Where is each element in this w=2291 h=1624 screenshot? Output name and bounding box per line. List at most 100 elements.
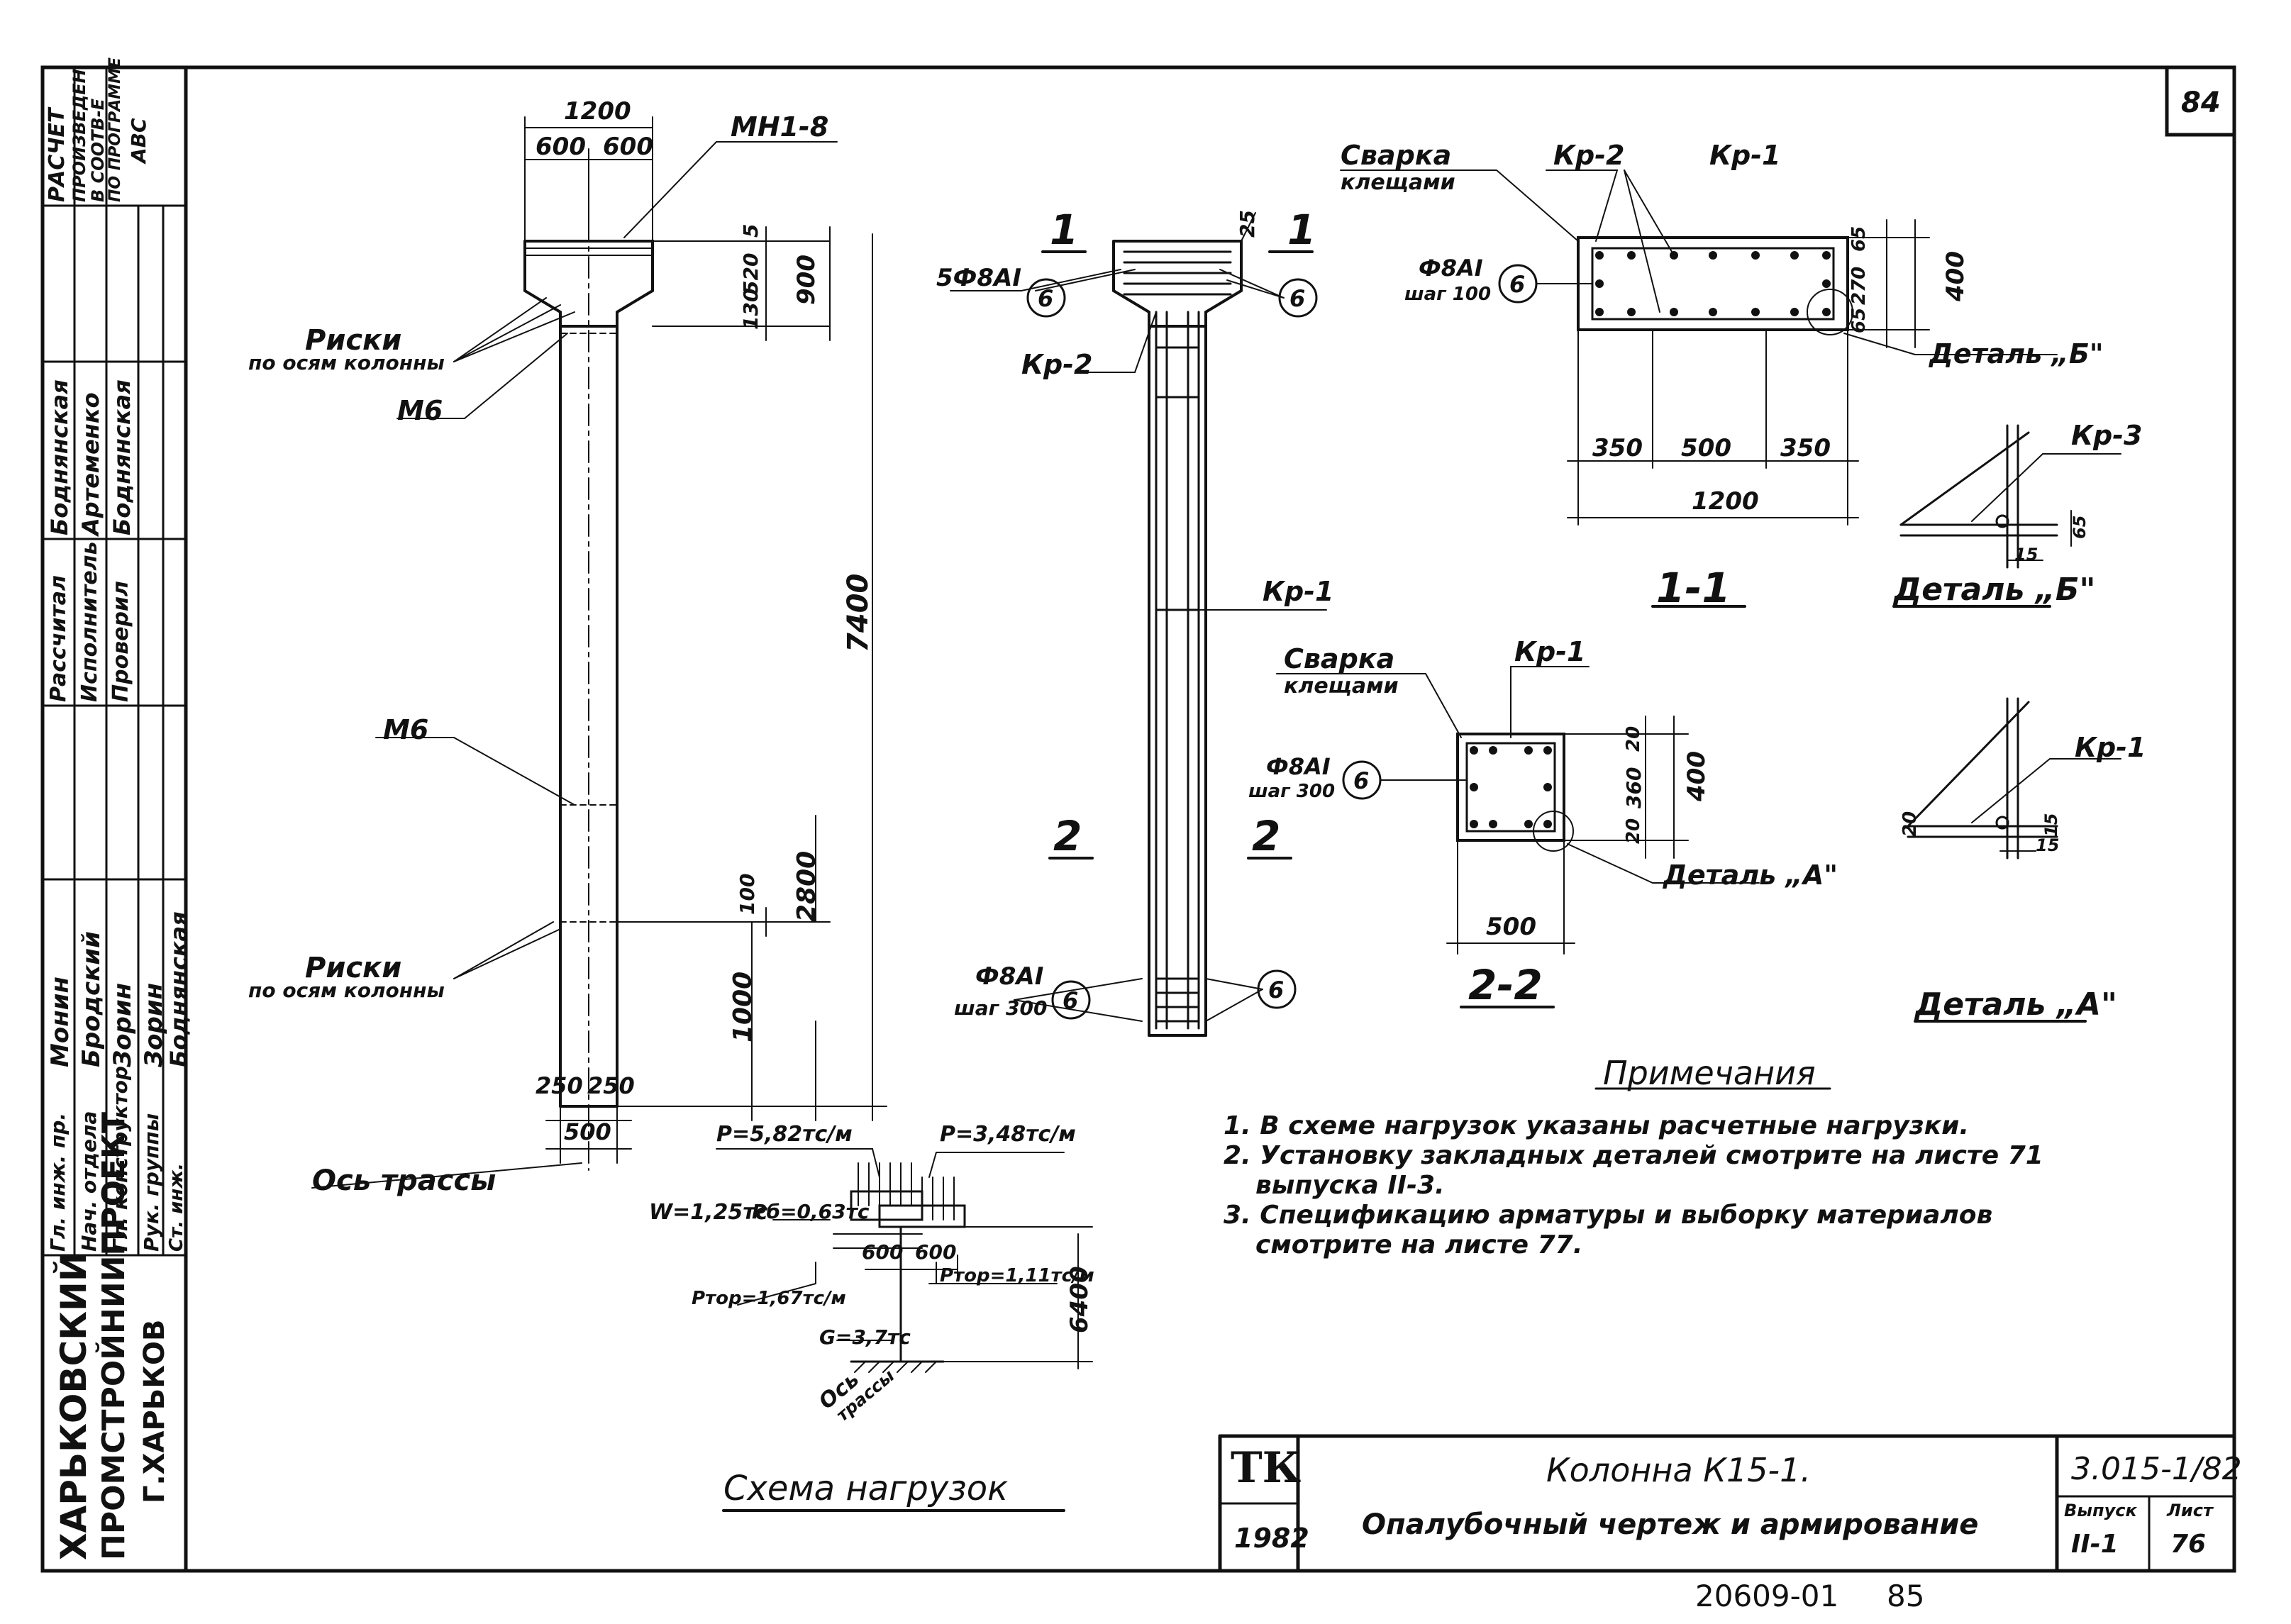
label-riski-bottom: Риски [305,952,402,984]
stamp-role2-3: Проверил [109,581,133,702]
load-ptop2: Pтор=1,11тс/м [940,1265,1094,1286]
bottom-number: 20609-01 [1695,1579,1839,1613]
stamp-role-5: Ст. инж. [166,1162,187,1252]
stamp-name-2: Бродский [77,931,106,1067]
detail-b-d65: 65 [2070,515,2090,539]
dim-130: 130 [739,288,762,330]
load-g: G=3,7тс [819,1325,911,1349]
load-p2: P=3,48тс/м [940,1122,1076,1147]
stamp-role-1: Гл. инж. пр. [46,1113,70,1252]
calc-note-3: В СООТВ-Е [88,98,108,202]
bottom-bars-label: Ф8АI [975,962,1044,991]
s22-d500: 500 [1486,913,1536,941]
dim-7400: 7400 [842,573,875,652]
dim-500: 500 [564,1118,611,1145]
detail-a-d15b: 15 [2036,835,2060,855]
detail-a-d15a: 15 [2041,813,2061,837]
load-w: W=1,25тс [649,1200,768,1225]
dim-top-width: 1200 [564,97,631,126]
tb-name: Колонна К15-1. [1546,1451,1811,1489]
detail-b [1892,424,2121,608]
s11-kr1: Кр-1 [1709,140,1781,171]
load-d600b: 600 [915,1240,957,1264]
kr2-label: Кр-2 [1021,349,1093,380]
s22-bars: Ф8АI [1266,753,1331,780]
load-pb: Pб=0,63тс [752,1200,870,1223]
top-bars-label: 5Ф8АI [936,264,1021,292]
stamp-role2-2: Исполнитель [77,541,102,702]
calc-note-5: АВС [127,118,150,163]
rebar-circles [1026,264,1538,1020]
note-1: 1. В схеме нагрузок указаны расчетные на… [1224,1111,1970,1140]
dim-1000: 1000 [728,971,758,1042]
title-block-grid [1218,1434,2236,1573]
column-dims [311,116,887,1189]
stamp-name2-3: Боднянская [109,379,135,535]
s22-circle: 6 [1353,767,1370,794]
kr1-label: Кр-1 [1263,576,1334,607]
s22-weld: Сварка [1284,643,1395,674]
detail-b-d15: 15 [2014,545,2038,564]
tb-code: 3.015-1/82 [2071,1451,2242,1487]
label-m6-top: М6 [397,395,443,426]
s11-d350a: 350 [1592,434,1643,462]
org-line1: ХАРЬКОВСКИЙ [53,1252,94,1560]
section-mark-2-left: 2 [1053,812,1082,860]
detail-b-kr3: Кр-3 [2071,420,2143,451]
s22-d20b: 20 [1623,818,1644,844]
stamp-role-4: Рук. группы [140,1113,163,1252]
detail-a-kr1: Кр-1 [2075,732,2146,763]
dim-250a: 250 [536,1072,583,1099]
s11-weld-sub: клещами [1341,170,1455,195]
rebar-leaders [950,212,1327,1022]
tb-subtitle: Опалубочный чертеж и армирование [1362,1508,1979,1541]
note-3: 3. Спецификацию арматуры и выборку матер… [1224,1201,1993,1230]
tb-issue: II-1 [2071,1530,2119,1559]
sheet-number: 84 [2181,87,2221,119]
dim-900: 900 [792,255,821,305]
s11-d65b: 65 [1848,307,1870,333]
section-1-1 [1577,236,1853,335]
s11-d1200: 1200 [1692,487,1759,516]
s11-d350b: 350 [1780,434,1831,462]
circle-6-d: 6 [1268,977,1285,1003]
s11-bars: Ф8АI [1419,255,1483,282]
note-3b: смотрите на листе 77. [1255,1230,1583,1259]
stamp-name-3: Зорин [109,982,137,1067]
section-2-2-dims [1276,666,1760,1008]
stamp-name2-2: Артеменко [77,392,104,535]
circle-6-a: 6 [1038,285,1054,312]
dim-25: 25 [1236,210,1259,238]
detail-a-title: Деталь „А" [1915,986,2117,1023]
stamp-name-1: Монин [46,977,74,1067]
section-mark-1-left: 1 [1050,206,1079,254]
load-ptop1: Pтор=1,67тс/м [692,1288,846,1309]
label-riski-top-sub: по осям колонны [248,351,445,374]
stamp-name2-1: Боднянская [46,379,73,535]
load-d600a: 600 [862,1240,904,1264]
calc-note-2: ПРОИЗВЕДЕН [70,69,89,202]
column-formwork [523,219,654,1171]
stamp-role2-1: Рассчитал [46,574,71,702]
org-line3: Г.ХАРЬКОВ [138,1319,171,1503]
stamp-name-4: Зорин [140,982,168,1067]
dim-half-left: 600 [536,133,586,161]
load-title: Схема нагрузок [723,1469,1009,1508]
detail-a [1907,697,2121,1023]
s11-kr2: Кр-2 [1553,140,1625,171]
s22-step: шаг 300 [1248,781,1336,802]
calc-note-4: ПО ПРОГРАММЕ [106,57,124,202]
section-mark-1-right: 1 [1287,206,1316,254]
bottom-step-label: шаг 300 [954,996,1048,1020]
dim-2800: 2800 [792,850,821,922]
s11-weld: Сварка [1341,140,1452,171]
s22-d20a: 20 [1623,725,1644,752]
load-scheme [716,1148,1093,1512]
detail-b-title: Деталь „Б" [1894,572,2096,608]
stamp-role-3: Гл. конструктор [109,1066,132,1252]
s22-d360: 360 [1622,767,1646,808]
label-m6-mid: М6 [383,714,429,745]
s22-detail: Деталь „А" [1663,860,1838,891]
s11-d500: 500 [1681,434,1731,462]
